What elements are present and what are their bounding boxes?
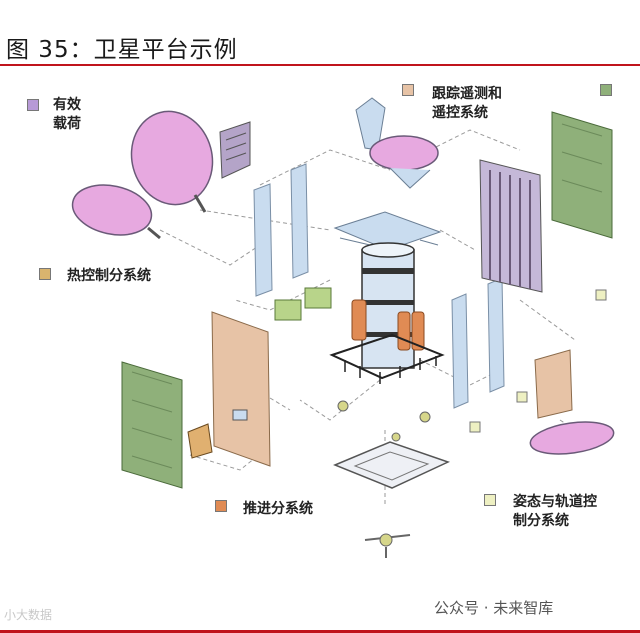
green-legend-swatch — [600, 84, 612, 96]
solar-panel-left — [122, 362, 182, 488]
thermal-legend-swatch — [39, 268, 51, 280]
watermark-left: 小大数据 — [4, 606, 52, 623]
figure-title: 图 35：卫星平台示例 — [6, 30, 238, 64]
solar-panel-right — [552, 112, 612, 238]
label-ttc: 跟踪遥测和 遥控系统 — [432, 85, 502, 123]
launch-adapter — [365, 534, 410, 558]
payload-legend-swatch — [27, 99, 39, 111]
thermal-heatpipe-units — [275, 288, 331, 320]
label-payload: 有效 载荷 — [53, 96, 81, 134]
ttc-electronics-rack — [480, 160, 542, 292]
attitude-antenna — [528, 350, 615, 459]
payload-feed-bracket — [220, 122, 250, 178]
label-propulsion: 推进分系统 — [243, 500, 313, 519]
small-thrusters — [338, 401, 430, 441]
satellite-exploded-diagram — [0, 66, 640, 630]
watermark-right: 公众号 · 未来智库 — [434, 597, 553, 618]
ttc-antenna — [356, 98, 438, 188]
label-thermal: 热控制分系统 — [67, 267, 151, 286]
propulsion-legend-swatch — [215, 500, 227, 512]
thermal-box — [188, 424, 212, 458]
ttc-legend-swatch — [402, 84, 414, 96]
label-attitude: 姿态与轨道控 制分系统 — [513, 493, 597, 531]
thermal-radiator-panel — [212, 312, 270, 466]
attitude-legend-swatch — [484, 494, 496, 506]
adapter-plate — [335, 442, 448, 488]
